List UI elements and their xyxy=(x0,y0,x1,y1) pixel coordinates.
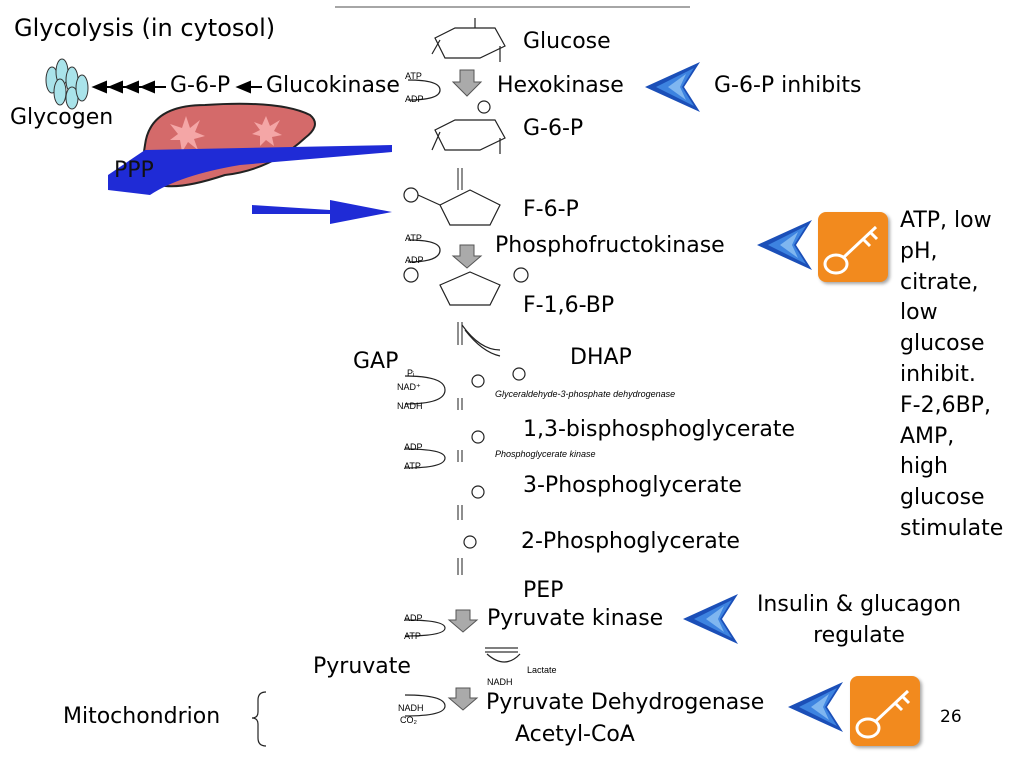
hexokinase-step-arrow xyxy=(407,69,483,101)
g6p-structure xyxy=(431,100,506,154)
pyruvate-label: Pyruvate xyxy=(313,654,411,679)
pfk-regulation-chevron xyxy=(757,220,812,270)
mitochondrion-brace xyxy=(251,691,267,747)
hexokinase-regulation-text: G-6-P inhibits xyxy=(714,73,862,98)
atp-label: ATP xyxy=(405,71,422,81)
pfk-regulation-text: ATP, low pH, citrate, low glucose inhibi… xyxy=(900,208,1004,541)
co2-label: CO₂ xyxy=(400,715,417,725)
atp-label: ATP xyxy=(405,233,422,243)
nad-label: NAD⁺ xyxy=(397,382,421,392)
cofactor-curves xyxy=(404,375,521,717)
nadh-label: NADH xyxy=(398,703,424,713)
pep-label: PEP xyxy=(523,580,564,598)
atp-label: ATP xyxy=(404,461,421,471)
ppp-arrow-upper xyxy=(108,145,392,195)
pg2-label: 2-Phosphoglycerate xyxy=(521,529,740,554)
f16bp-structure xyxy=(403,267,529,306)
pgk-label: Phosphoglycerate kinase xyxy=(495,449,596,459)
pdh-step-arrow xyxy=(447,687,479,711)
glycogen-arrows xyxy=(91,80,262,94)
gapdh-label: Glyceraldehyde-3-phosphate dehydrogenase xyxy=(495,389,676,399)
bpg13-label: 1,3-bisphosphoglycerate xyxy=(523,417,796,442)
aldolase-split xyxy=(461,324,526,549)
equilibrium-arrows xyxy=(457,168,463,575)
pyruvate-kinase-label: Pyruvate kinase xyxy=(487,606,664,631)
key-icon xyxy=(850,676,920,746)
mitochondrion-label: Mitochondrion xyxy=(63,704,221,729)
adp-label: ADP xyxy=(404,442,423,452)
pfk-label: Phosphofructokinase xyxy=(495,233,725,258)
adp-label: ADP xyxy=(404,613,423,623)
pk-regulation-text: Insulin & glucagon regulate xyxy=(756,592,962,648)
glucose-structure xyxy=(431,18,506,62)
g6p-label-left: G-6-P xyxy=(170,73,231,98)
page-number: 26 xyxy=(940,707,962,727)
glycogen-icon xyxy=(45,58,89,110)
adp-label: ADP xyxy=(405,255,424,265)
hexokinase-inhibit-chevron xyxy=(645,62,700,112)
ppp-arrow-lower xyxy=(252,200,392,224)
nadh-label: NADH xyxy=(487,677,513,687)
f6p-structure xyxy=(403,187,501,226)
pdh-label: Pyruvate Dehydrogenase xyxy=(486,690,765,715)
acetylcoa-label: Acetyl-CoA xyxy=(515,722,635,747)
g6p-label: G-6-P xyxy=(523,116,584,141)
pdh-regulation-chevron xyxy=(788,682,843,732)
adp-label: ADP xyxy=(405,94,424,104)
pk-step-arrow xyxy=(447,609,479,633)
f6p-label: F-6-P xyxy=(523,197,579,222)
glycogen-label: Glycogen xyxy=(10,105,114,130)
pk-regulation-chevron xyxy=(683,594,738,644)
nadh-label: NADH xyxy=(397,401,423,411)
atp-label: ATP xyxy=(404,631,421,641)
pg3-label: 3-Phosphoglycerate xyxy=(523,473,742,498)
slide-title: Glycolysis (in cytosol) xyxy=(14,14,276,42)
lactate-label: Lactate xyxy=(527,665,557,675)
glucokinase-label: Glucokinase xyxy=(266,73,400,98)
glucose-label: Glucose xyxy=(523,29,611,54)
ppp-label: PPP xyxy=(114,158,154,183)
gap-label: GAP xyxy=(353,349,399,374)
dhap-label: DHAP xyxy=(570,345,632,370)
key-icon xyxy=(818,212,888,282)
lactate-equilibrium xyxy=(485,647,518,653)
pi-label: Pᵢ xyxy=(407,368,415,378)
hexokinase-label: Hexokinase xyxy=(497,73,624,98)
pfk-step-arrow xyxy=(407,239,483,269)
f16bp-label: F-1,6-BP xyxy=(523,293,615,318)
